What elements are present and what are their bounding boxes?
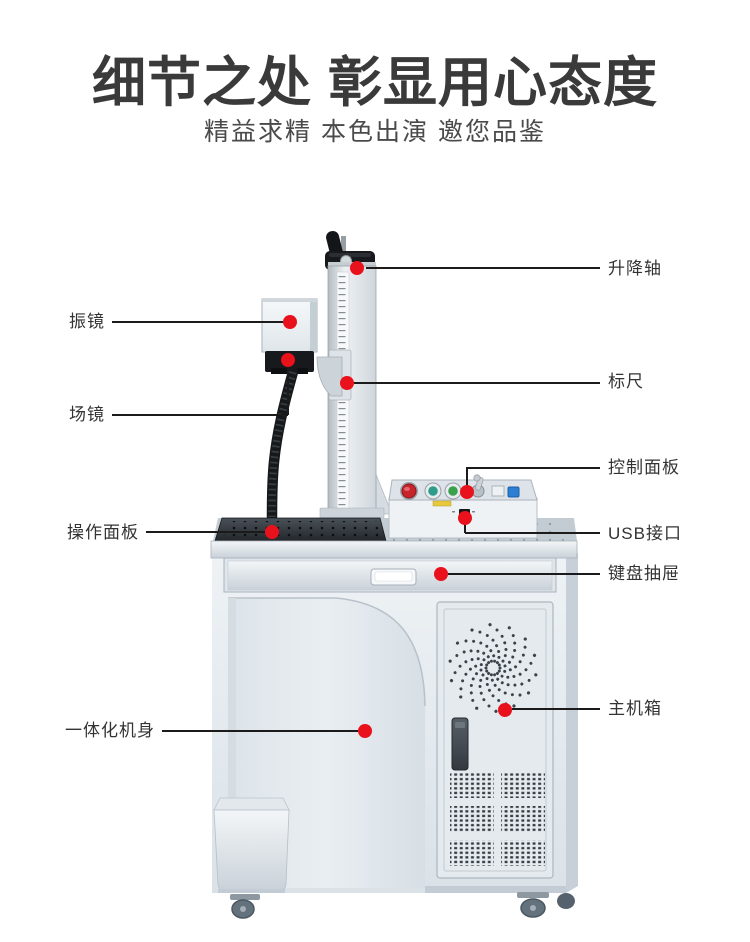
vent-grilles [450, 772, 545, 866]
callout-dot-usb-port [458, 511, 472, 525]
callout-dot-main-case [498, 703, 512, 717]
keyboard-drawer[interactable] [223, 557, 557, 593]
callout-line-galvanometer [112, 321, 288, 323]
callout-line-integrated-body [162, 730, 358, 732]
callout-label-field-lens: 场镜 [69, 405, 105, 424]
callout-line-ruler [354, 382, 600, 384]
callout-label-lifting-axis: 升降轴 [608, 259, 662, 278]
callout-dot-galvanometer [283, 315, 297, 329]
callout-label-main-case: 主机箱 [608, 699, 662, 718]
drawer-handle[interactable] [370, 568, 417, 586]
callout-line-lifting-axis [366, 267, 600, 269]
galvo-head [261, 298, 352, 401]
callout-label-keyboard-drawer: 键盘抽屉 [608, 564, 680, 583]
callout-line-operation-panel [146, 531, 265, 533]
callout-line-control-panel-drop [466, 467, 468, 487]
callout-line-field-lens [112, 414, 288, 416]
connector-socket [507, 486, 520, 498]
caster-wheel-right [517, 892, 549, 918]
callout-dot-integrated-body [358, 724, 372, 738]
emergency-stop-button[interactable] [400, 482, 418, 500]
callout-line-keyboard-drawer [448, 573, 600, 575]
callout-label-control-panel: 控制面板 [608, 458, 680, 477]
callout-label-integrated-body: 一体化机身 [65, 721, 155, 740]
caster-wheel-left [230, 894, 260, 919]
callout-dot-ruler [340, 376, 354, 390]
warning-label [432, 500, 452, 507]
callout-label-ruler: 标尺 [608, 372, 644, 391]
power-button[interactable] [424, 482, 442, 500]
callout-dot-control-panel [460, 485, 474, 499]
page-subtitle: 精益求精 本色出演 邀您品鉴 [204, 118, 546, 146]
callout-dot-field-lens [281, 353, 295, 367]
start-button[interactable] [444, 482, 462, 500]
cabinet [212, 553, 578, 919]
cabinet-side-face [566, 553, 578, 893]
key-switch[interactable] [471, 474, 485, 498]
left-foot [213, 797, 290, 893]
callout-line-control-panel [467, 467, 600, 469]
control-panel [388, 474, 538, 539]
main-case-door[interactable] [436, 601, 554, 879]
callout-line-main-case [512, 708, 600, 710]
callout-dot-lifting-axis [350, 261, 364, 275]
callout-label-usb-port: USB接口 [608, 524, 682, 543]
callout-line-field-lens-rise [287, 366, 289, 415]
indicator-window [491, 485, 505, 497]
callout-dot-keyboard-drawer [434, 567, 448, 581]
callout-line-usb-port-drop [464, 523, 466, 533]
fiber-cable [266, 366, 299, 523]
door-handle[interactable] [451, 717, 469, 771]
callout-dot-operation-panel [265, 525, 279, 539]
page-title: 细节之处 彰显用心态度 [91, 53, 658, 113]
callout-line-usb-port [465, 532, 600, 534]
callout-label-galvanometer: 振镜 [69, 312, 105, 331]
callout-label-operation-panel: 操作面板 [67, 523, 139, 542]
